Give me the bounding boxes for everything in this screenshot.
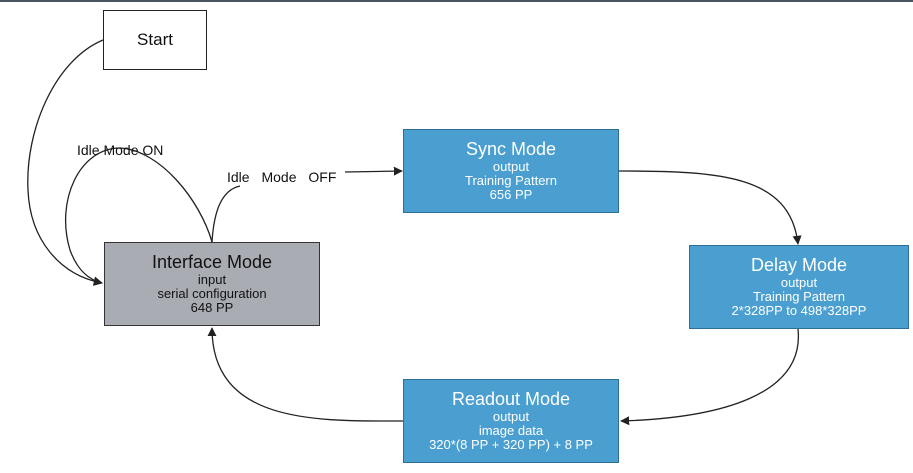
node-interface-line: 648 PP [190,300,234,316]
node-readout-line: image data [478,423,544,439]
node-sync-mode: Sync Mode output Training Pattern 656 PP [403,129,619,213]
top-border [0,0,913,2]
node-delay-line: output [780,275,818,291]
node-interface-line: input [197,272,227,288]
node-delay-line: 2*328PP to 498*328PP [731,303,867,319]
edge-label-idle-mode-off: Idle Mode OFF [227,169,337,185]
node-sync-line: Training Pattern [464,173,557,189]
edge-label-idle-mode-on: Idle Mode ON [77,142,164,158]
node-start: Start [103,10,207,70]
edge-readout-to-interface [207,327,404,422]
edge-sync-to-delay [618,170,802,245]
node-sync-line: 656 PP [489,187,533,203]
edge-idle-mode-off [211,185,241,243]
node-delay-mode: Delay Mode output Training Pattern 2*328… [689,245,909,329]
node-interface-line: serial configuration [157,286,267,302]
node-interface-title: Interface Mode [151,251,273,272]
node-readout-line: output [492,409,530,425]
node-delay-line: Training Pattern [752,289,845,305]
edge-delay-to-readout [620,328,799,426]
node-interface-mode: Interface Mode input serial configuratio… [104,242,320,326]
node-sync-line: output [492,159,530,175]
edge-to-sync [344,166,403,176]
node-sync-title: Sync Mode [465,138,557,159]
node-readout-title: Readout Mode [451,388,571,409]
node-readout-line: 320*(8 PP + 320 PP) + 8 PP [429,437,593,453]
edge-start-to-interface [27,39,104,286]
node-delay-title: Delay Mode [750,254,848,275]
edge-idle-mode-on-loop [65,147,213,286]
node-start-title: Start [137,29,173,49]
node-readout-mode: Readout Mode output image data 320*(8 PP… [403,379,619,463]
